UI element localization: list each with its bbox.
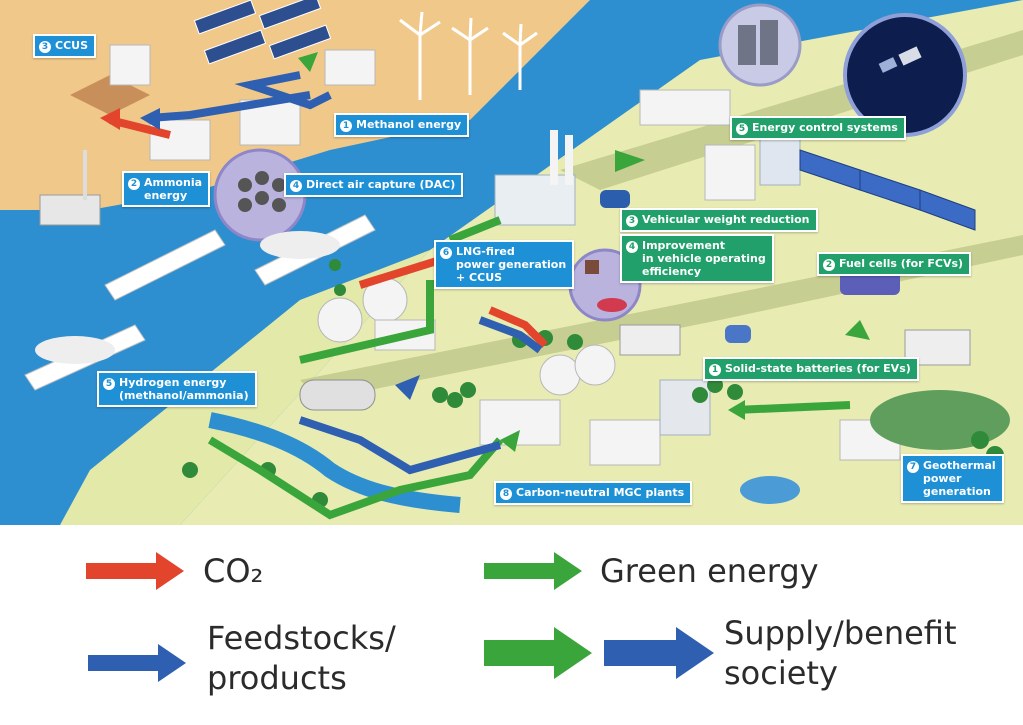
label-lng-power: 6 LNG-fired power generation + CCUS [434, 240, 575, 289]
lng-tank [317, 297, 363, 343]
label-text: Methanol energy [356, 118, 462, 131]
label-text: Geothermal power generation [923, 459, 996, 498]
legend-co2-label: CO₂ [203, 552, 264, 590]
label-text: Direct air capture (DAC) [306, 178, 456, 191]
tanker-ships [24, 214, 376, 391]
river [208, 412, 461, 513]
label-ccus: 3 CCUS [33, 34, 96, 58]
label-number: 8 [500, 488, 512, 500]
label-text: Hydrogen energy (methanol/ammonia) [119, 376, 249, 402]
dac-fans [238, 171, 286, 212]
offshore-rig [39, 194, 101, 226]
label-methanol-energy: 1 Methanol energy [334, 113, 470, 137]
label-text: Fuel cells (for FCVs) [839, 257, 964, 270]
wind-turbines [399, 11, 538, 100]
city-buildings [639, 89, 731, 126]
label-number: 4 [290, 180, 302, 192]
label-number: 2 [823, 259, 835, 271]
scene-artwork [0, 0, 1023, 525]
illustration-scene: 3 CCUS 1 Methanol energy 2 Ammonia energy 4… [0, 0, 1023, 525]
label-number: 5 [103, 378, 115, 390]
label-geothermal: 7 Geothermal power generation [901, 454, 1004, 503]
supply-blue-arrow [604, 627, 714, 679]
label-text: Vehicular weight reduction [642, 213, 810, 226]
label-number: 4 [626, 241, 638, 253]
label-text: Improvement in vehicle operating efficie… [642, 239, 766, 278]
label-number: 1 [340, 120, 352, 132]
flow-lines [109, 71, 851, 520]
label-text: Ammonia energy [144, 176, 203, 202]
green-energy-arrow [484, 552, 582, 590]
flow-arrowheads [100, 52, 870, 452]
label-text: LNG-fired power generation + CCUS [456, 245, 567, 284]
solar-array [193, 0, 332, 65]
label-text: CCUS [55, 39, 88, 52]
label-mgc-plants: 8 Carbon-neutral MGC plants [494, 481, 693, 505]
mgc-sphere [539, 354, 581, 396]
label-number: 5 [736, 123, 748, 135]
label-number: 1 [709, 364, 721, 376]
label-number: 6 [440, 247, 452, 259]
legend-green-energy-label: Green energy [600, 552, 819, 590]
feedstocks-arrow [88, 644, 186, 682]
label-number: 2 [128, 178, 140, 190]
label-vehicular-weight: 3 Vehicular weight reduction [620, 208, 818, 232]
legend-supply-label: Supply/benefit society [724, 614, 957, 692]
train [799, 149, 976, 231]
truck [619, 324, 681, 356]
geothermal-pool [740, 476, 800, 504]
mgc-plant [479, 399, 561, 446]
tanker-truck [299, 379, 376, 411]
methanol-plant [324, 49, 376, 86]
label-vehicle-efficiency: 4 Improvement in vehicle operating effici… [620, 234, 774, 283]
label-text: Carbon-neutral MGC plants [516, 486, 685, 499]
label-number: 3 [39, 41, 51, 53]
supply-green-arrow [484, 627, 592, 679]
ammonia-plant [149, 119, 211, 161]
car [600, 190, 630, 208]
label-number: 3 [626, 215, 638, 227]
label-fuel-cells: 2 Fuel cells (for FCVs) [817, 252, 972, 276]
factory [494, 174, 576, 226]
legend-feedstocks-label: Feedstocks/ products [207, 619, 396, 697]
legend: CO₂ Green energy Feedstocks/ products Su… [0, 525, 1023, 725]
ccus-building [109, 44, 151, 86]
label-text: Energy control systems [752, 121, 898, 134]
label-hydrogen-energy: 5 Hydrogen energy (methanol/ammonia) [97, 371, 257, 407]
label-energy-control: 5 Energy control systems [730, 116, 906, 140]
label-dac: 4 Direct air capture (DAC) [284, 173, 464, 197]
co2-arrow [86, 552, 184, 590]
label-text: Solid-state batteries (for EVs) [725, 362, 911, 375]
label-number: 7 [907, 461, 919, 473]
label-solid-state-batteries: 1 Solid-state batteries (for EVs) [703, 357, 919, 381]
label-ammonia-energy: 2 Ammonia energy [122, 171, 211, 207]
